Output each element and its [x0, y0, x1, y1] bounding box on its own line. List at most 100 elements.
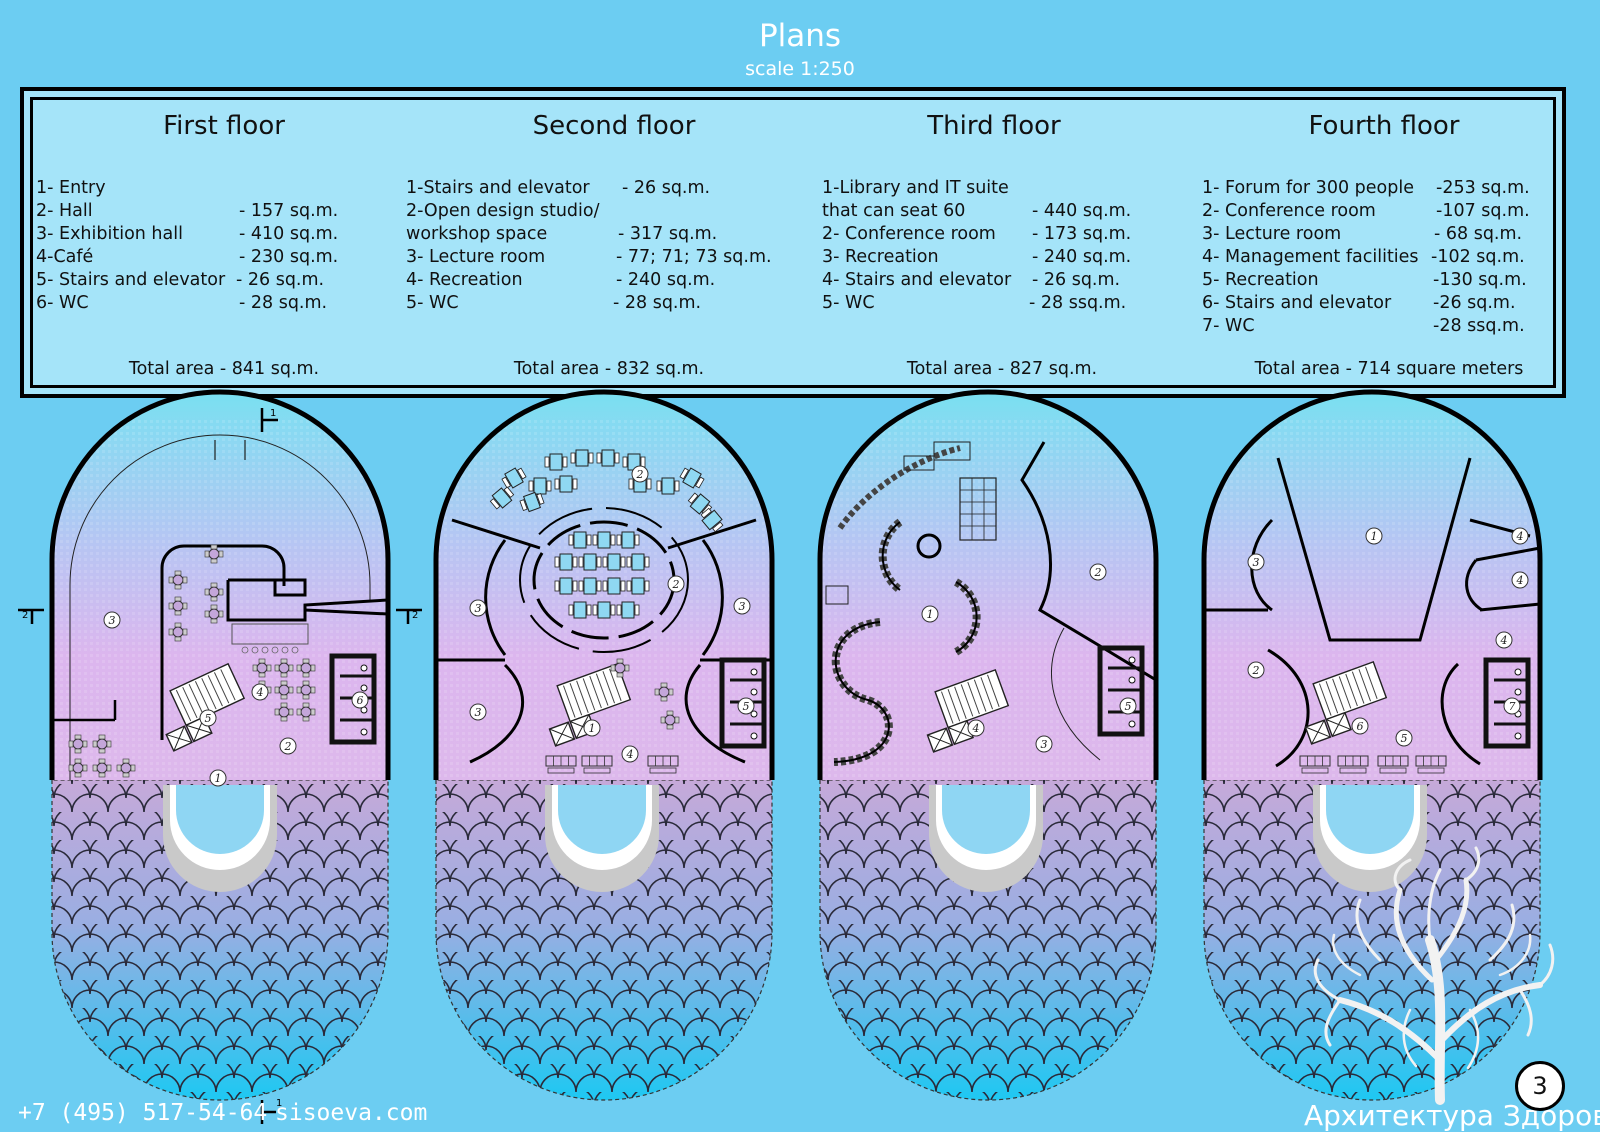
room-marker-circle: [1365, 527, 1383, 545]
room-number: 4: [1516, 574, 1524, 587]
floor-title: Second floor: [532, 111, 696, 141]
legend-item: 3- Lecture room: [406, 247, 546, 267]
legend-item: 4- Management facilities: [1202, 247, 1419, 267]
legend-area: - 240 sq.m.: [616, 270, 716, 290]
phone-number[interactable]: +7 (495) 517-54-64: [18, 1100, 268, 1126]
legend-area: - 410 sq.m.: [239, 224, 339, 244]
room-number: 2: [1252, 664, 1260, 677]
room-marker-circle: [1089, 563, 1107, 581]
room-marker-circle: [1119, 697, 1137, 715]
room-number: 6: [357, 694, 364, 707]
total-area: Total area - 841 sq.m.: [128, 359, 320, 379]
room-marker-circle: [1351, 717, 1369, 735]
legend-item: 2-Open design studio/: [406, 201, 600, 221]
legend-item: 6- Stairs and elevator: [1202, 293, 1392, 313]
legend-area: - 68 sq.m.: [1434, 224, 1523, 244]
room-marker-circle: [737, 697, 755, 715]
section-mark: 1: [270, 408, 276, 419]
room-number: 1: [215, 772, 222, 785]
legend-item: 3- Exhibition hall: [36, 224, 183, 244]
legend-fourth-floor: Fourth floor 1- Forum for 300 people 2- …: [1194, 91, 1564, 394]
legend-item: 2- Conference room: [1202, 201, 1376, 221]
legend-item: 5- Stairs and elevator: [36, 270, 226, 290]
legend-item: 1- Entry: [36, 178, 106, 198]
room-number: 5: [743, 700, 750, 713]
legend-area: -107 sq.m.: [1436, 201, 1530, 221]
room-number: 7: [1509, 700, 1516, 713]
room-number: 1: [589, 722, 596, 735]
legend-item: 5- WC: [822, 293, 875, 313]
floor-title: First floor: [163, 111, 285, 141]
room-marker-circle: [351, 691, 369, 709]
legend-area: -28 ssq.m.: [1433, 316, 1525, 336]
room-marker-circle: [469, 703, 487, 721]
room-number: 5: [1401, 732, 1408, 745]
room-number: 5: [1125, 700, 1132, 713]
room-marker-circle: [1511, 527, 1529, 545]
room-marker-circle: [209, 769, 227, 787]
section-mark: 2: [22, 610, 28, 621]
room-number: 4: [1516, 530, 1524, 543]
room-marker-circle: [583, 719, 601, 737]
room-marker-circle: [469, 599, 487, 617]
legend-area: - 173 sq.m.: [1032, 224, 1132, 244]
room-marker-circle: [1511, 571, 1529, 589]
legend-item: 2- Hall: [36, 201, 93, 221]
scale-label: scale 1:250: [745, 58, 855, 80]
room-marker-circle: [1035, 735, 1053, 753]
room-marker-circle: [967, 719, 985, 737]
room-marker-circle: [1247, 553, 1265, 571]
section-mark: 1: [276, 1098, 282, 1109]
legend-area: - 26 sq.m.: [1032, 270, 1121, 290]
total-area: Total area - 832 sq.m.: [513, 359, 705, 379]
room-number: 3: [109, 614, 116, 627]
legend-item: 1- Forum for 300 people: [1202, 178, 1414, 198]
room-number: 4: [626, 748, 634, 761]
room-number: 1: [927, 608, 934, 621]
legend-area: - 28 ssq.m.: [1029, 293, 1127, 313]
room-marker-circle: [667, 575, 685, 593]
room-number: 3: [475, 602, 482, 615]
legend-area: - 77; 71; 73 sq.m.: [616, 247, 772, 267]
room-marker-circle: [279, 737, 297, 755]
room-number: 2: [636, 468, 644, 481]
fourth-floor-plan: [1201, 389, 1543, 1101]
website-link[interactable]: sisoeva.com: [275, 1100, 428, 1126]
room-marker-circle: [251, 683, 269, 701]
room-number: 3: [739, 600, 746, 613]
page-number: 3: [1515, 1061, 1565, 1111]
room-marker-circle: [199, 709, 217, 727]
room-marker-circle: [921, 605, 939, 623]
legend-area: - 26 sq.m.: [622, 178, 711, 198]
floor-title: Fourth floor: [1308, 111, 1460, 141]
legend-item: 4- Stairs and elevator: [822, 270, 1012, 290]
tree-logo: [1313, 846, 1555, 1105]
room-marker-circle: [1503, 697, 1521, 715]
legend-area: -253 sq.m.: [1436, 178, 1530, 198]
room-marker-circle: [1247, 661, 1265, 679]
legend-panel: First floor 1- Entry 2- Hall 3- Exhibiti…: [20, 87, 1566, 398]
room-marker-circle: [631, 465, 649, 483]
legend-item: 6- WC: [36, 293, 89, 313]
room-number: 4: [256, 686, 264, 699]
section-mark: 2: [412, 610, 418, 621]
legend-item: that can seat 60: [822, 201, 966, 221]
room-number: 3: [475, 706, 482, 719]
legend-item: 4-Café: [36, 247, 94, 267]
room-number: 3: [1041, 738, 1048, 751]
legend-area: - 28 sq.m.: [613, 293, 702, 313]
first-floor-plan: 1 2 2: [18, 389, 422, 1101]
legend-area: - 440 sq.m.: [1032, 201, 1132, 221]
room-number: 4: [1500, 634, 1508, 647]
legend-item: 1-Library and IT suite: [822, 178, 1009, 198]
room-number: 5: [205, 712, 212, 725]
room-number: 2: [672, 578, 680, 591]
page-title: Plans: [758, 18, 842, 54]
total-area: Total area - 714 square meters: [1254, 359, 1524, 379]
room-number: 1: [1371, 530, 1378, 543]
room-number: 3: [1253, 556, 1260, 569]
floor-title: Third floor: [927, 111, 1061, 141]
legend-area: - 230 sq.m.: [239, 247, 339, 267]
legend-area: -26 sq.m.: [1433, 293, 1516, 313]
